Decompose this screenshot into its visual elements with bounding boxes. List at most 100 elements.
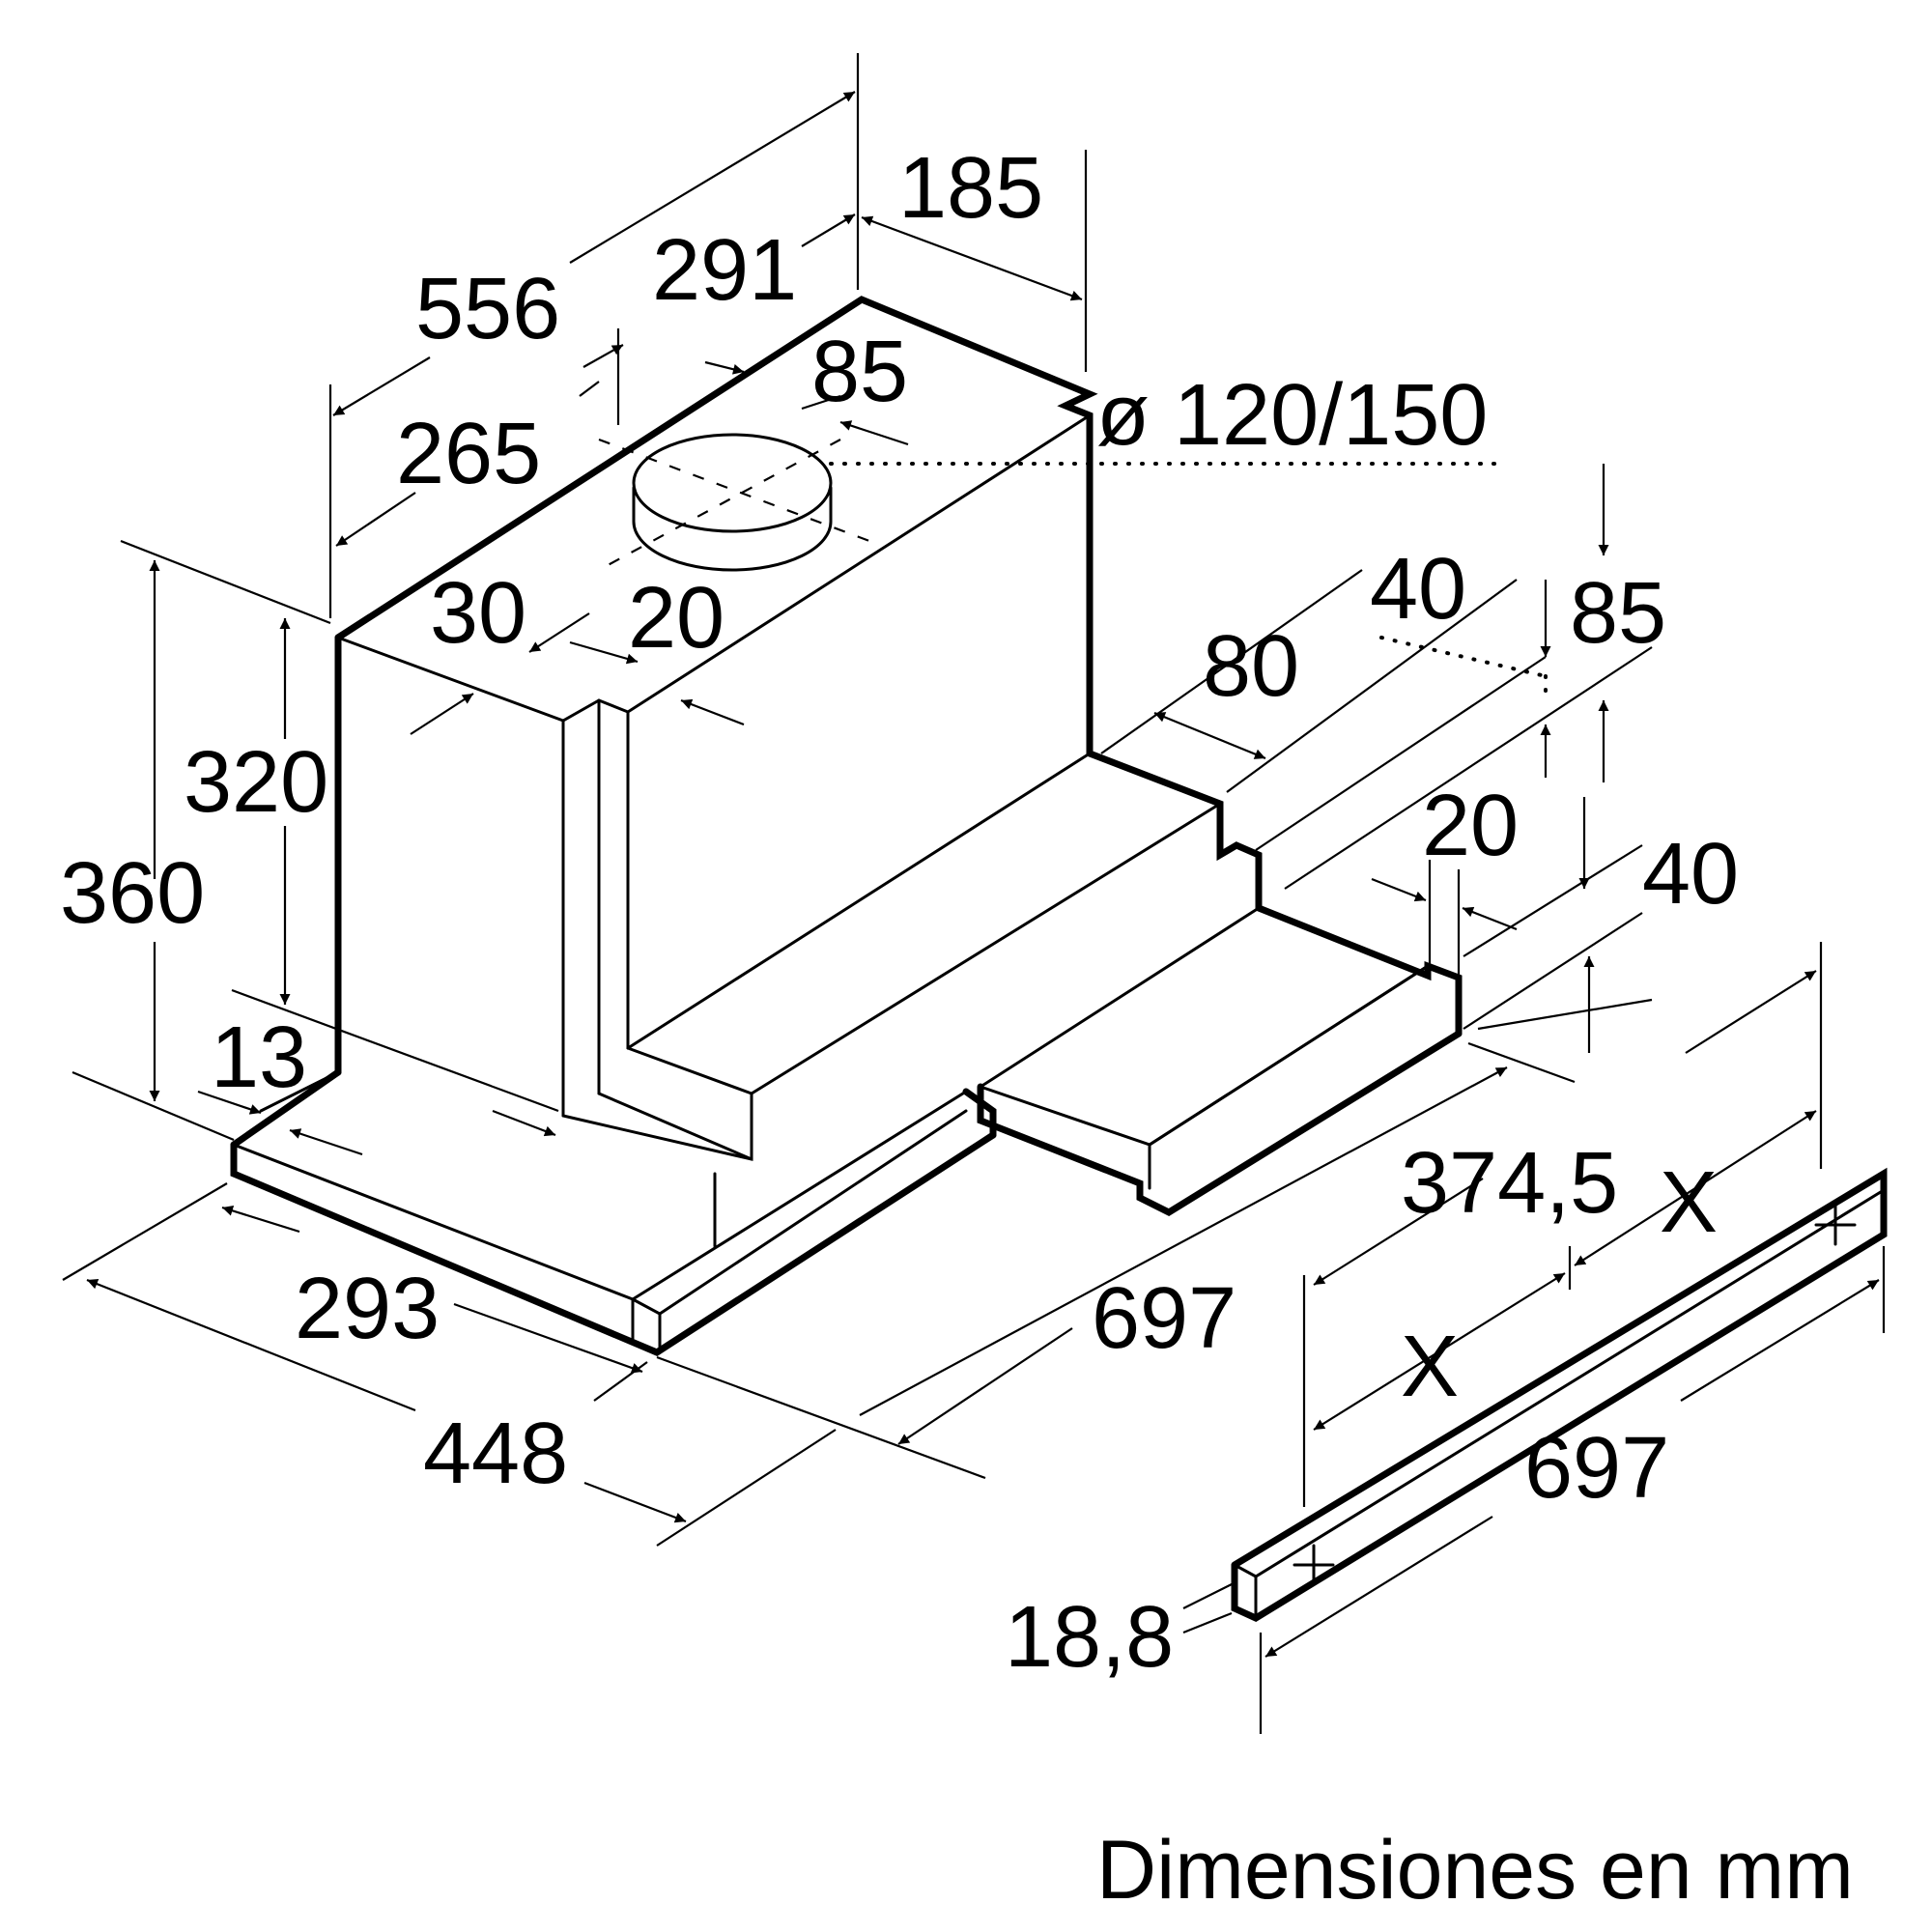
dim-20-left-arrow bbox=[1371, 877, 1427, 902]
dim-40-side-ext bbox=[1477, 998, 1653, 1031]
ext-697-left bbox=[656, 1355, 986, 1480]
dim-18-8-a bbox=[1182, 1583, 1233, 1609]
label-x-bottom: X bbox=[1401, 1319, 1459, 1415]
label-185: 185 bbox=[898, 140, 1043, 237]
step-profile bbox=[1086, 750, 1463, 1037]
dim-293-right bbox=[453, 1302, 643, 1374]
ext-293-right bbox=[593, 1361, 648, 1402]
dim-448-right bbox=[583, 1481, 687, 1523]
ext-448-right bbox=[656, 1429, 837, 1547]
ext-80-a bbox=[1100, 569, 1363, 754]
base-inner-left bbox=[259, 1070, 340, 1113]
label-360: 360 bbox=[60, 845, 205, 942]
right-rail bbox=[977, 1030, 1463, 1217]
dim-13-front bbox=[492, 1109, 556, 1137]
base-top-left bbox=[230, 1068, 342, 1149]
inner-shelf-line bbox=[597, 1092, 753, 1161]
label-265: 265 bbox=[396, 406, 541, 502]
dim-13-left bbox=[197, 1090, 262, 1115]
label-20: 20 bbox=[628, 570, 724, 667]
dim-80 bbox=[1153, 711, 1266, 760]
right-rail-top bbox=[979, 1085, 1151, 1190]
inner-shelf-front bbox=[561, 1046, 753, 1161]
dim-18-8-b bbox=[1182, 1611, 1233, 1634]
dim-374-right bbox=[1685, 970, 1817, 1054]
duct-collar bbox=[598, 433, 870, 572]
label-291: 291 bbox=[652, 222, 797, 319]
label-18-8: 18,8 bbox=[1005, 1589, 1174, 1686]
ext-360-top bbox=[120, 539, 331, 625]
base-front bbox=[230, 1131, 997, 1356]
trim-bar bbox=[1182, 942, 1888, 1734]
label-374-5: 374,5 bbox=[1401, 1135, 1618, 1232]
label-40-top: 40 bbox=[1370, 541, 1466, 638]
dimension-lines bbox=[62, 53, 1653, 1547]
label-448: 448 bbox=[423, 1406, 568, 1502]
step-inner bbox=[979, 906, 1261, 1089]
dim-30 bbox=[528, 612, 590, 653]
dim-556-lower bbox=[332, 356, 431, 416]
dimension-labels: 556 291 185 265 85 ø 120/150 30 20 360 3… bbox=[60, 140, 1854, 1917]
label-x-top: X bbox=[1660, 1154, 1718, 1251]
dim-265 bbox=[335, 492, 416, 547]
right-rail-top-2 bbox=[1148, 964, 1430, 1147]
ext-320-bottom bbox=[231, 988, 559, 1113]
label-697-trim: 697 bbox=[1524, 1420, 1669, 1517]
ext-40-b bbox=[1463, 912, 1643, 1030]
label-85-side: 85 bbox=[1570, 565, 1666, 662]
trim-bar-top-edge bbox=[1233, 1188, 1886, 1578]
label-697: 697 bbox=[1092, 1270, 1236, 1367]
duct-centerline-b bbox=[598, 439, 841, 571]
ext-80-b bbox=[1226, 579, 1518, 793]
dim-20-right-arrow bbox=[1462, 906, 1518, 931]
dim-185 bbox=[861, 215, 1083, 301]
dim-291-mid bbox=[704, 360, 745, 375]
label-293: 293 bbox=[295, 1261, 440, 1357]
dim-697-trim-left bbox=[1264, 1516, 1493, 1658]
label-556: 556 bbox=[415, 261, 560, 357]
dim-293-left bbox=[221, 1206, 300, 1234]
dim-291-right bbox=[801, 213, 856, 247]
ext-40-a bbox=[1463, 844, 1643, 957]
label-320: 320 bbox=[184, 734, 328, 831]
dim-697-trim-right bbox=[1680, 1279, 1880, 1402]
dim-x-top bbox=[1574, 1110, 1817, 1266]
dim-448-left bbox=[86, 1278, 416, 1412]
label-85-duct: 85 bbox=[811, 324, 908, 420]
caption-units: Dimensiones en mm bbox=[1096, 1824, 1854, 1917]
label-40-side: 40 bbox=[1642, 826, 1739, 923]
dim-20-arrow bbox=[680, 698, 745, 726]
dim-30-arrow bbox=[410, 693, 474, 735]
dim-697-lower bbox=[897, 1327, 1073, 1445]
dim-13-right bbox=[289, 1128, 363, 1156]
ext-85-b bbox=[1284, 646, 1653, 890]
ext-85-a bbox=[1255, 656, 1547, 851]
dim-x-bottom bbox=[1313, 1272, 1566, 1431]
inner-shelf bbox=[626, 752, 1092, 1050]
label-30: 30 bbox=[430, 565, 526, 662]
dim-556-upper bbox=[569, 91, 856, 264]
dim-374-left bbox=[1313, 1178, 1484, 1286]
chimney-outline bbox=[334, 296, 1098, 757]
inner-shelf-front-2 bbox=[750, 802, 1222, 1095]
label-duct-diameter: ø 120/150 bbox=[1096, 367, 1488, 464]
label-13: 13 bbox=[211, 1009, 307, 1106]
duct-wall bbox=[632, 486, 833, 572]
ext-697-right bbox=[1467, 1041, 1576, 1084]
dim-20 bbox=[569, 640, 639, 665]
ext-360-bottom bbox=[71, 1070, 235, 1142]
dim-697-upper bbox=[859, 1066, 1508, 1416]
dim-85-duct bbox=[839, 420, 909, 446]
duct-top-ellipse bbox=[632, 433, 833, 533]
dim-85-duct-b bbox=[801, 394, 841, 411]
slider-bar-top bbox=[658, 1109, 968, 1316]
hood-body bbox=[230, 296, 1463, 1356]
trim-bar-outline bbox=[1231, 1167, 1888, 1622]
ext-448-left bbox=[62, 1182, 228, 1281]
label-20-step: 20 bbox=[1422, 778, 1519, 874]
label-80: 80 bbox=[1203, 618, 1299, 715]
dim-265-ext bbox=[579, 381, 600, 397]
dim-291-left bbox=[582, 344, 624, 368]
top-40-leader-dots bbox=[1379, 636, 1548, 678]
